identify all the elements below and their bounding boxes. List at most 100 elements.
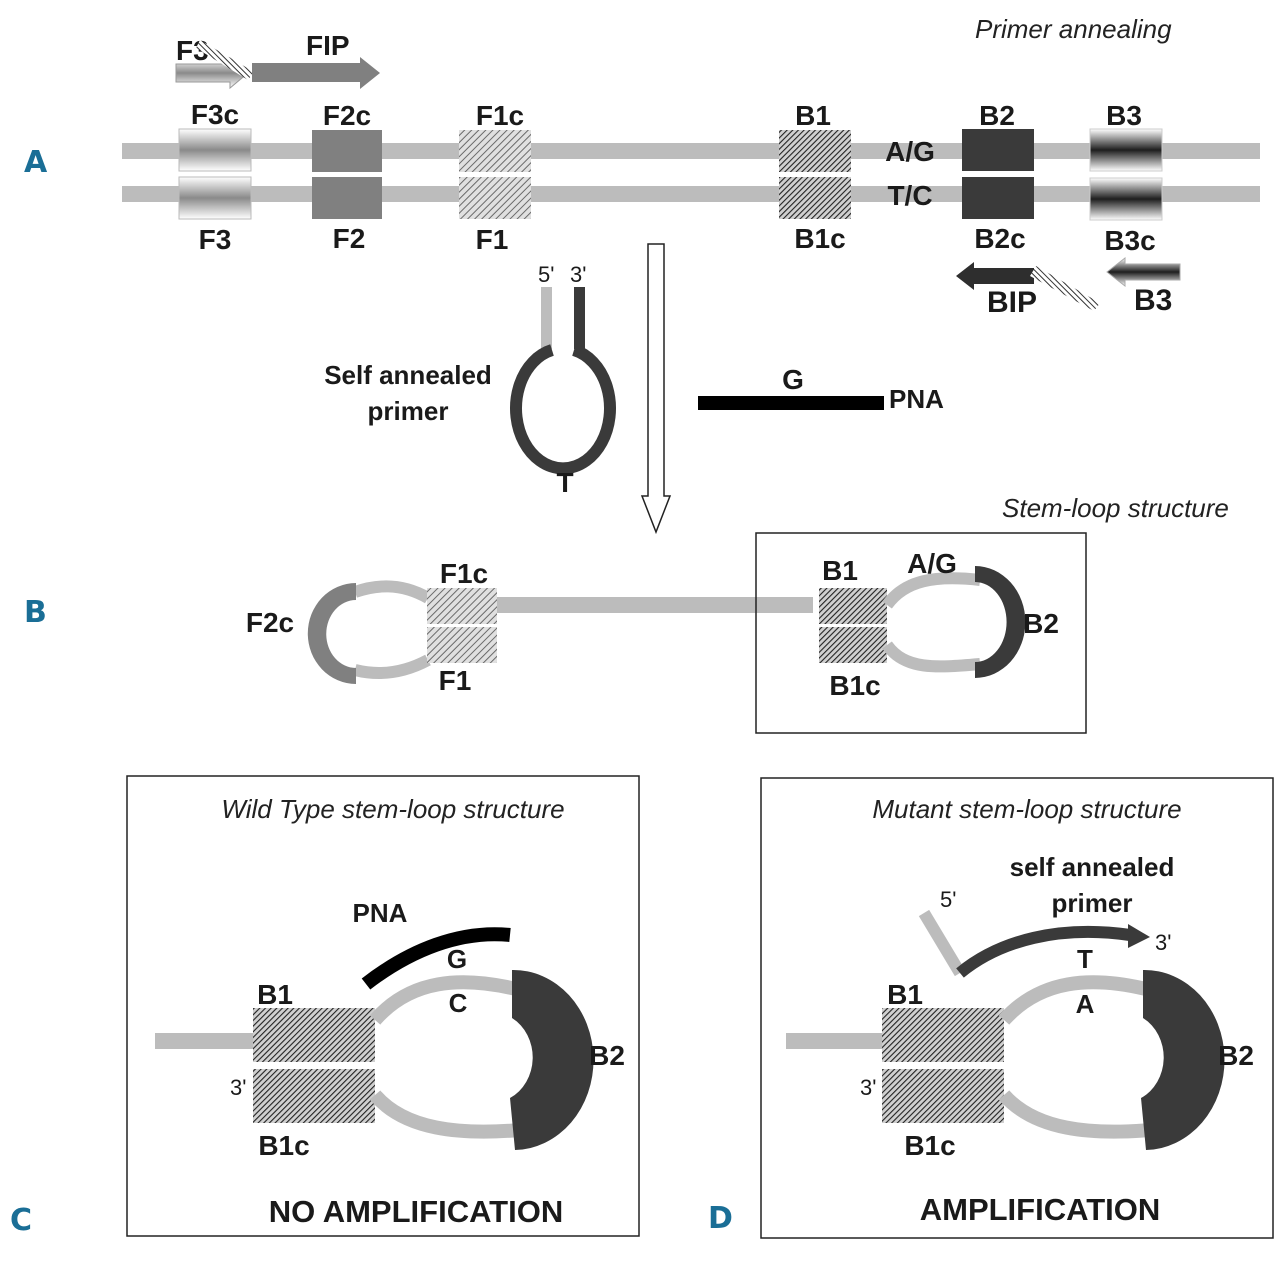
label-f1-b: F1 xyxy=(439,665,472,696)
stem-strand-b xyxy=(497,597,797,613)
label-b1-c: B1 xyxy=(257,979,293,1010)
panel-label-c: C xyxy=(10,1203,32,1238)
mutant-loop xyxy=(998,969,1225,1150)
label-pna: PNA xyxy=(889,384,944,414)
title-mutant: Mutant stem-loop structure xyxy=(872,794,1181,824)
label-primer-base-t: T xyxy=(556,467,573,498)
label-self-annealed-d: self annealed xyxy=(1010,852,1175,882)
b3-primer-arrow xyxy=(1106,256,1181,288)
label-b1c-c: B1c xyxy=(258,1130,309,1161)
region-f1 xyxy=(459,177,531,219)
label-f3c: F3c xyxy=(191,99,239,130)
label-pna-base-g: G xyxy=(782,364,804,395)
label-b2-c: B2 xyxy=(589,1040,625,1071)
label-b1c-b: B1c xyxy=(829,670,880,701)
stem-loop-box xyxy=(755,532,1087,734)
label-primer: primer xyxy=(368,396,449,426)
region-b3 xyxy=(1089,128,1163,172)
label-3prime-d: 3' xyxy=(860,1075,876,1100)
label-f3: F3 xyxy=(199,224,232,255)
label-b1: B1 xyxy=(795,100,831,131)
label-f1c: F1c xyxy=(476,100,524,131)
stem-strand-b-end xyxy=(755,597,813,613)
label-b2-d: B2 xyxy=(1218,1040,1254,1071)
label-target-base-c: C xyxy=(449,988,468,1018)
wt-loop xyxy=(369,969,594,1150)
label-snp-top: A/G xyxy=(885,136,935,167)
label-primer-d: primer xyxy=(1052,888,1133,918)
label-b3-primer: B3 xyxy=(1134,284,1172,317)
label-b3c: B3c xyxy=(1104,225,1155,256)
region-f2c xyxy=(312,130,382,172)
title-stem-loop: Stem-loop structure xyxy=(1002,493,1229,523)
label-pna-c: PNA xyxy=(353,898,408,928)
label-b1-d: B1 xyxy=(887,979,923,1010)
label-b3: B3 xyxy=(1106,100,1142,131)
self-annealed-primer-bound xyxy=(918,909,1150,978)
label-f2c: F2c xyxy=(323,100,371,131)
stem-strand-d xyxy=(786,1033,886,1049)
region-f3 xyxy=(178,176,252,220)
label-f1: F1 xyxy=(476,224,509,255)
region-f3c xyxy=(178,128,252,172)
label-3prime: 3' xyxy=(570,262,586,287)
label-b2: B2 xyxy=(979,100,1015,131)
wild-type-box xyxy=(126,775,640,1237)
label-b1c-d: B1c xyxy=(904,1130,955,1161)
panel-label-b: B xyxy=(24,595,47,630)
region-f1c-b xyxy=(427,588,497,624)
label-b2-b: B2 xyxy=(1023,608,1059,639)
mutant-box xyxy=(760,777,1274,1239)
pna-probe-bound xyxy=(361,927,511,990)
region-f1c xyxy=(459,130,531,172)
panel-label-d: D xyxy=(708,1201,733,1236)
label-f1c-b: F1c xyxy=(440,558,488,589)
label-3prime-primer-d: 3' xyxy=(1155,930,1171,955)
label-self-annealed: Self annealed xyxy=(324,360,492,390)
f-loop xyxy=(307,580,431,684)
label-b1c: B1c xyxy=(794,223,845,254)
label-target-base-d: A xyxy=(1076,989,1095,1019)
label-fip-primer: FIP xyxy=(306,30,350,61)
label-3prime-c: 3' xyxy=(230,1075,246,1100)
title-wild-type: Wild Type stem-loop structure xyxy=(221,794,564,824)
down-arrow-icon xyxy=(640,243,672,535)
label-snp-b: A/G xyxy=(907,548,957,579)
label-f2c-b: F2c xyxy=(246,607,294,638)
result-amplification: AMPLIFICATION xyxy=(920,1192,1161,1227)
region-f1-b xyxy=(427,627,497,663)
result-no-amplification: NO AMPLIFICATION xyxy=(269,1194,563,1229)
label-primer-base-d: T xyxy=(1077,944,1093,974)
label-f2: F2 xyxy=(333,223,366,254)
label-5prime-d: 5' xyxy=(940,887,956,912)
region-b1c-c xyxy=(253,1069,375,1123)
region-b1-d xyxy=(882,1008,1004,1062)
region-b1-b xyxy=(819,588,887,624)
region-b1 xyxy=(779,130,851,172)
region-b1c-d xyxy=(882,1069,1004,1123)
region-b3c xyxy=(1089,177,1163,221)
region-f2 xyxy=(312,177,382,219)
label-pna-base-c: G xyxy=(447,944,467,974)
self-annealed-primer-hairpin xyxy=(510,287,616,475)
pna-bar xyxy=(698,396,884,410)
title-primer-annealing: Primer annealing xyxy=(975,14,1172,44)
stem-strand-c xyxy=(155,1033,255,1049)
region-b1c-b xyxy=(819,627,887,663)
label-b2c: B2c xyxy=(974,223,1025,254)
region-b2 xyxy=(962,129,1034,171)
label-snp-bottom: T/C xyxy=(887,180,932,211)
region-b2c xyxy=(962,177,1034,219)
bip-primer-arrow xyxy=(956,262,1100,311)
bottom-strand xyxy=(122,186,1260,202)
label-b1-b: B1 xyxy=(822,555,858,586)
b-loop xyxy=(882,566,1026,678)
label-bip-primer: BIP xyxy=(987,286,1037,319)
region-b1-c xyxy=(253,1008,375,1062)
top-strand xyxy=(122,143,1260,159)
label-5prime: 5' xyxy=(538,262,554,287)
region-b1c xyxy=(779,177,851,219)
fip-primer-arrow xyxy=(196,40,380,89)
panel-label-a: A xyxy=(24,145,48,180)
